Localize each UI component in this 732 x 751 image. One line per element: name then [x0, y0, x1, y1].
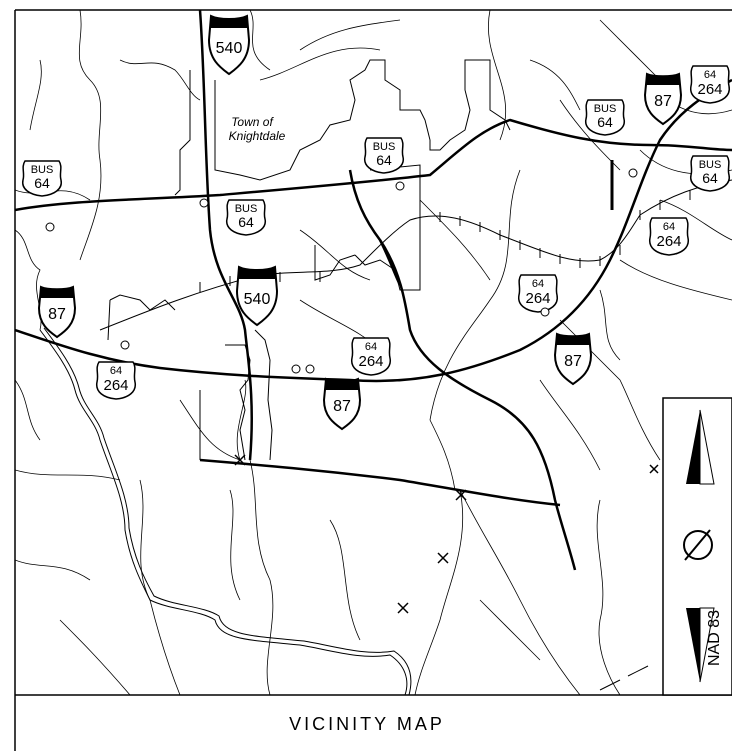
business-shield-bottom: 64 — [702, 170, 718, 186]
interstate-shield-540: 540 — [235, 265, 279, 327]
business-shield-top: BUS — [699, 159, 722, 171]
interchanges — [234, 454, 659, 614]
business-shield-64: BUS 64 — [364, 137, 404, 174]
business-shield-bottom: 64 — [34, 175, 50, 191]
interstate-shield-label: 87 — [654, 93, 672, 110]
streams — [15, 10, 732, 695]
business-shield-top: BUS — [594, 103, 617, 115]
small-route-markers — [45, 168, 638, 374]
interstate-shield-87: 87 — [322, 377, 362, 431]
interstate-shield-87: 87 — [553, 332, 593, 386]
town-label-line2: Knightdale — [229, 129, 286, 143]
town-label: Town of Knightdale — [229, 115, 286, 143]
compass-icon — [683, 530, 713, 560]
us-shield-bottom: 264 — [697, 81, 722, 98]
major-roads — [15, 10, 732, 571]
business-shield-top: BUS — [31, 164, 54, 176]
east-features — [599, 160, 649, 691]
business-shield-bottom: 64 — [597, 114, 613, 130]
us-shield-64-264: 64 264 — [518, 274, 558, 313]
us-shield-top: 64 — [663, 221, 675, 233]
interstate-shield-87: 87 — [643, 72, 683, 126]
business-shield-top: BUS — [373, 141, 396, 153]
town-label-line1: Town of — [231, 115, 274, 129]
interstate-shield-540: 540 — [207, 14, 251, 76]
us-shield-bottom: 264 — [358, 353, 383, 370]
business-shield-64: BUS 64 — [690, 155, 730, 192]
interstate-shield-label: 540 — [216, 40, 243, 57]
business-shield-64: BUS 64 — [226, 199, 266, 236]
us-shield-top: 64 — [365, 341, 377, 353]
north-arrow-icon — [686, 410, 700, 484]
river — [39, 327, 412, 695]
us-shield-bottom: 264 — [103, 377, 128, 394]
business-shield-bottom: 64 — [376, 152, 392, 168]
north-arrow-box: NAD 83 — [662, 397, 732, 696]
interstate-shield-label: 87 — [333, 398, 351, 415]
us-shield-bottom: 264 — [656, 233, 681, 250]
business-shield-bottom: 64 — [238, 214, 254, 230]
interstate-shield-label: 87 — [48, 306, 66, 323]
us-shield-64-264: 64 264 — [96, 361, 136, 400]
business-shield-64: BUS 64 — [22, 160, 62, 197]
us-shield-64-264: 64 264 — [351, 337, 391, 376]
us-shield-top: 64 — [532, 278, 544, 290]
interstate-shield-label: 540 — [244, 291, 271, 308]
business-shield-top: BUS — [235, 203, 258, 215]
datum-label: NAD 83 — [706, 610, 723, 666]
us-shield-top: 64 — [110, 365, 122, 377]
map-title: VICINITY MAP — [289, 714, 445, 734]
us-shield-bottom: 264 — [525, 290, 550, 307]
us-shield-top: 64 — [704, 69, 716, 81]
railroad — [99, 179, 732, 331]
us-shield-64-264: 64 264 — [649, 217, 689, 256]
boundary-lines — [107, 59, 511, 461]
interstate-shield-87: 87 — [37, 285, 77, 339]
us-shield-64-264: 64 264 — [690, 65, 730, 104]
interstate-shield-label: 87 — [564, 353, 582, 370]
business-shield-64: BUS 64 — [585, 99, 625, 136]
